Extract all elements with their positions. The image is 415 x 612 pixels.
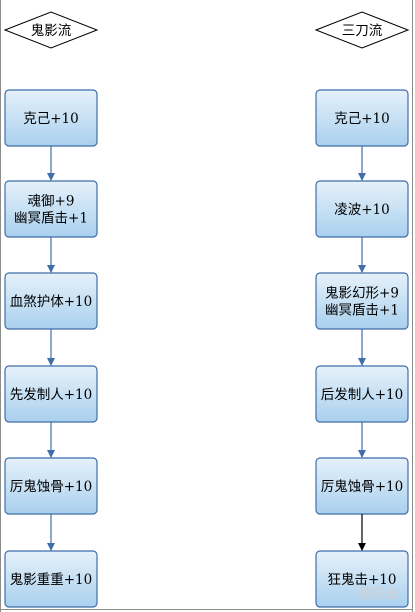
left-step-3: 血煞护体+10 bbox=[4, 272, 98, 330]
left-step-3-label-1: 血煞护体+10 bbox=[10, 294, 93, 310]
left-step-1: 克己+10 bbox=[4, 89, 98, 147]
right-step-2: 凌波+10 bbox=[315, 180, 409, 238]
right-header-diamond-shape bbox=[314, 11, 410, 49]
left-header-diamond-shape bbox=[3, 11, 99, 49]
left-step-5: 厉鬼蚀骨+10 bbox=[4, 457, 98, 515]
watermark-logo: 酷乐米 bbox=[360, 586, 400, 602]
right-step-1: 克己+10 bbox=[315, 89, 409, 147]
right-step-4-label-1: 后发制人+10 bbox=[321, 387, 404, 403]
left-step-6: 鬼影重重+10 bbox=[4, 550, 98, 608]
right-header-decision: 三刀流 bbox=[314, 11, 410, 49]
left-step-6-label-1: 鬼影重重+10 bbox=[10, 572, 93, 588]
right-step-2-label-1: 凌波+10 bbox=[334, 202, 390, 218]
left-step-4: 先发制人+10 bbox=[4, 365, 98, 423]
left-header-decision: 鬼影流 bbox=[3, 11, 99, 49]
watermark-text: 酷乐米 bbox=[360, 586, 400, 602]
right-step-3-label-2: 幽冥盾击+1 bbox=[325, 303, 399, 319]
left-step-2-label-1: 魂御+9 bbox=[28, 194, 75, 210]
left-step-2-label-2: 幽冥盾击+1 bbox=[14, 211, 88, 227]
right-step-5: 厉鬼蚀骨+10 bbox=[315, 457, 409, 515]
left-step-6-box bbox=[4, 550, 98, 608]
right-step-6-box bbox=[315, 550, 409, 608]
right-step-5-label-1: 厉鬼蚀骨+10 bbox=[321, 479, 404, 495]
right-step-4: 后发制人+10 bbox=[315, 365, 409, 423]
right-step-3-label-1: 鬼影幻形+9 bbox=[325, 286, 399, 302]
left-step-1-label-1: 克己+10 bbox=[23, 111, 79, 127]
left-step-4-label-1: 先发制人+10 bbox=[10, 387, 93, 403]
right-step-1-label-1: 克己+10 bbox=[334, 111, 390, 127]
right-step-6: 狂鬼击+10 bbox=[315, 550, 409, 608]
right-step-6-label-1: 狂鬼击+10 bbox=[328, 572, 397, 588]
left-step-5-label-1: 厉鬼蚀骨+10 bbox=[10, 479, 93, 495]
right-header-label: 三刀流 bbox=[342, 23, 383, 39]
left-header-label: 鬼影流 bbox=[31, 23, 72, 39]
